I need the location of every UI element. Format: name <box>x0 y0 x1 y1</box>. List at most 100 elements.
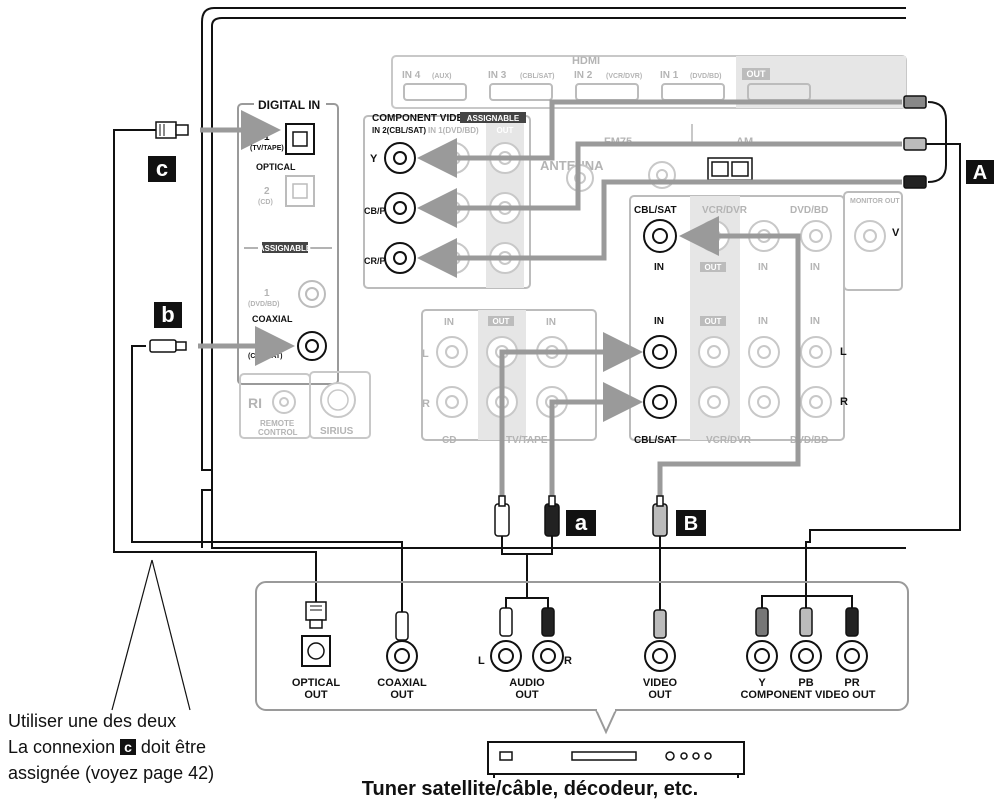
svg-text:TV/TAPE: TV/TAPE <box>506 435 548 446</box>
audio-jack[interactable] <box>698 336 730 368</box>
hdmi-port[interactable]: IN 3 (CBL/SAT) <box>488 70 554 101</box>
audio-in-l-cbl-sat-jack[interactable] <box>643 335 677 369</box>
audio-jack[interactable] <box>800 336 832 368</box>
audio-in-r-cbl-sat-jack[interactable] <box>643 385 677 419</box>
component-out-pr-jack[interactable] <box>836 607 868 672</box>
video-audio-section: CBL/SAT VCR/DVR DVD/BD MONITOR OUT V IN … <box>629 191 903 446</box>
ri-logo: RI <box>248 395 262 411</box>
coaxial-plug <box>149 339 187 353</box>
svg-text:OUT: OUT <box>705 317 722 326</box>
svg-text:CBL/SAT: CBL/SAT <box>634 205 677 216</box>
hdmi-port[interactable]: IN 1 (DVD/BD) <box>660 70 725 101</box>
svg-text:OUT: OUT <box>648 689 672 701</box>
audio-jack[interactable] <box>698 386 730 418</box>
audio-jack[interactable] <box>800 386 832 418</box>
svg-text:IN: IN <box>654 262 664 273</box>
svg-text:V: V <box>892 227 900 239</box>
note-line-2: La connexion c doit être <box>8 737 206 757</box>
coaxial-out-jack[interactable] <box>386 611 418 672</box>
svg-text:IN 2(CBL/SAT): IN 2(CBL/SAT) <box>372 126 426 135</box>
audio-jack[interactable] <box>436 336 468 368</box>
svg-text:(CBL/SAT): (CBL/SAT) <box>520 73 554 80</box>
optical-in-2-port[interactable] <box>285 175 315 207</box>
svg-text:PR: PR <box>844 677 859 689</box>
rca-plug <box>903 137 927 151</box>
component-out-y-jack[interactable] <box>746 607 778 672</box>
audio-cd-tape-section: IN OUT IN L R CD TV/TAPE <box>421 309 597 446</box>
coaxial-label: COAXIAL <box>252 314 293 324</box>
optical-in-1-port[interactable] <box>285 123 315 155</box>
cable-paths <box>111 99 961 711</box>
svg-text:R: R <box>564 655 572 667</box>
optical-plug <box>155 121 189 139</box>
svg-text:B: B <box>684 513 698 535</box>
sirius-port[interactable] <box>320 382 356 418</box>
svg-text:L: L <box>422 348 429 360</box>
cable-tag-b: b <box>154 302 182 328</box>
svg-text:L: L <box>478 655 485 667</box>
inline-tag-c: c <box>120 739 136 755</box>
rca-plug <box>652 495 668 537</box>
svg-text:A: A <box>973 162 987 184</box>
optical-out-port[interactable] <box>301 601 331 667</box>
video-in-cbl-sat-jack[interactable] <box>643 219 677 253</box>
svg-text:(DVD/BD): (DVD/BD) <box>248 301 280 308</box>
coaxial-in-1-jack[interactable] <box>298 280 326 308</box>
component-in2-cr-jack[interactable] <box>384 242 416 274</box>
svg-text:1: 1 <box>264 132 270 143</box>
svg-text:ASSIGNABLE: ASSIGNABLE <box>467 114 520 123</box>
rca-plug <box>494 495 510 537</box>
component-video-section: COMPONENT VIDEO ASSIGNABLE IN 2(CBL/SAT)… <box>363 112 531 289</box>
cable-tag-c: c <box>148 156 176 182</box>
svg-text:CR/PR: CR/PR <box>364 256 393 266</box>
component-out-pb-jack[interactable] <box>790 607 822 672</box>
svg-text:b: b <box>161 302 174 327</box>
rca-plug <box>903 95 927 109</box>
rca-plug <box>544 495 560 537</box>
svg-text:IN 1(DVD/BD): IN 1(DVD/BD) <box>428 126 479 135</box>
svg-text:(CBL/SAT): (CBL/SAT) <box>248 353 282 360</box>
monitor-out-jack[interactable] <box>854 220 886 252</box>
video-jack[interactable] <box>800 220 832 252</box>
receiver-rear-panel <box>201 7 906 549</box>
hdmi-port[interactable]: IN 4 (AUX) <box>402 70 467 101</box>
svg-text:(AUX): (AUX) <box>432 73 451 80</box>
audio-jack[interactable] <box>748 336 780 368</box>
hdmi-port[interactable]: IN 2 (VCR/DVR) <box>574 70 642 101</box>
svg-text:DVD/BD: DVD/BD <box>790 435 828 446</box>
audio-jack[interactable] <box>436 386 468 418</box>
svg-text:DVD/BD: DVD/BD <box>790 205 828 216</box>
svg-text:OUT: OUT <box>390 689 414 701</box>
svg-text:IN: IN <box>546 317 556 328</box>
component-in2-cb-jack[interactable] <box>384 192 416 224</box>
svg-text:R: R <box>840 396 848 408</box>
coaxial-in-2-jack[interactable] <box>297 331 327 361</box>
svg-text:OUT: OUT <box>747 69 767 79</box>
video-out-jack[interactable] <box>644 609 676 672</box>
svg-text:VCR/DVR: VCR/DVR <box>706 435 752 446</box>
audio-jack[interactable] <box>748 386 780 418</box>
svg-text:Y: Y <box>758 677 766 689</box>
svg-text:PB: PB <box>798 677 813 689</box>
svg-text:CB/PB: CB/PB <box>364 206 393 216</box>
svg-text:(VCR/DVR): (VCR/DVR) <box>606 73 642 80</box>
svg-text:IN: IN <box>758 262 768 273</box>
svg-text:a: a <box>575 510 588 535</box>
svg-text:OUT: OUT <box>705 263 722 272</box>
component-video-out-label: COMPONENT VIDEO OUT <box>740 689 875 701</box>
component-in2-y-jack[interactable] <box>384 142 416 174</box>
svg-text:OUT: OUT <box>493 317 510 326</box>
hdmi-title: HDMI <box>572 55 600 67</box>
digital-in-title: DIGITAL IN <box>258 98 320 112</box>
audio-out-r-jack[interactable] <box>532 607 564 672</box>
svg-text:OPTICAL: OPTICAL <box>292 677 341 689</box>
svg-text:c: c <box>156 156 168 181</box>
svg-text:(DVD/BD): (DVD/BD) <box>690 73 722 80</box>
am-antenna-terminal[interactable] <box>707 157 753 181</box>
svg-text:L: L <box>840 346 847 358</box>
audio-out-l-jack[interactable] <box>490 607 522 672</box>
remote-control-jack[interactable] <box>272 390 296 414</box>
svg-text:REMOTE: REMOTE <box>260 419 295 428</box>
svg-text:OUT: OUT <box>515 689 539 701</box>
optical-label: OPTICAL <box>256 162 296 172</box>
